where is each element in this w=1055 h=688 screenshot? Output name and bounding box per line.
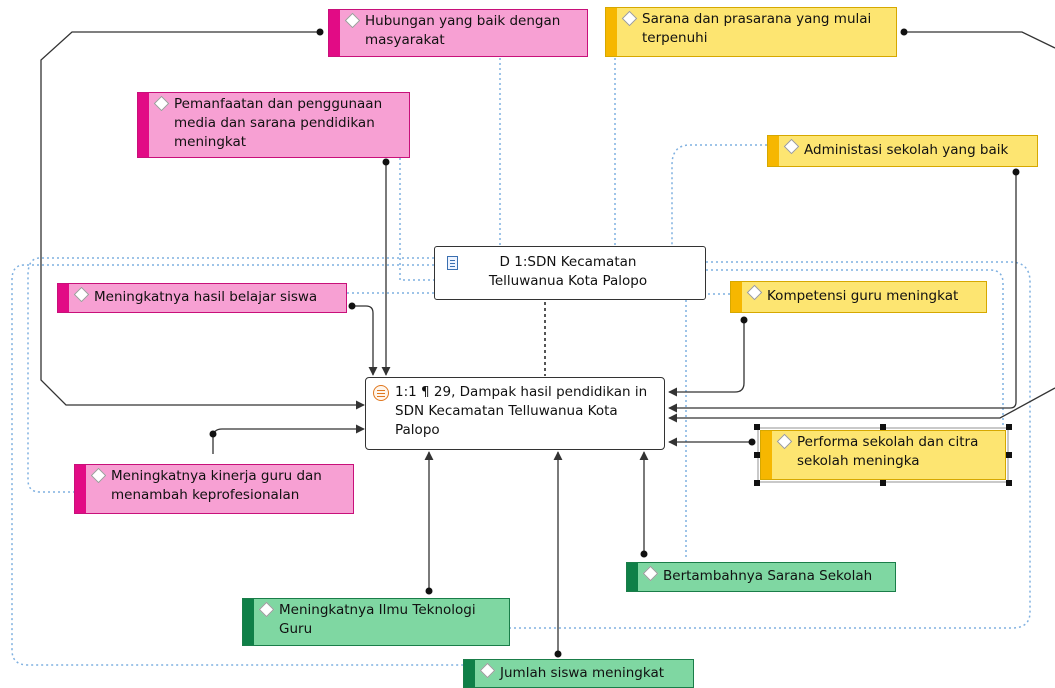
code-hasil-belajar[interactable]: Meningkatnya hasil belajar siswa bbox=[57, 283, 347, 313]
code-color-bar bbox=[329, 10, 340, 56]
code-ilmu-teknologi[interactable]: Meningkatnya Ilmu Teknologi Guru bbox=[242, 598, 510, 646]
dotted-link bbox=[399, 158, 434, 281]
connector-dot bbox=[316, 28, 324, 36]
selection-handle[interactable] bbox=[754, 480, 760, 486]
code-color-bar bbox=[58, 284, 69, 312]
code-color-bar bbox=[627, 563, 638, 591]
code-sarana-prasarana[interactable]: Sarana dan prasarana yang mulai terpenuh… bbox=[605, 7, 897, 57]
code-performa[interactable]: Performa sekolah dan citra sekolah menin… bbox=[760, 430, 1006, 480]
diamond-icon bbox=[746, 284, 763, 301]
selection-handle[interactable] bbox=[754, 452, 760, 458]
connector-dot bbox=[382, 158, 390, 166]
code-label: Meningkatnya kinerja guru dan menambah k… bbox=[111, 468, 322, 503]
connector-dot bbox=[640, 550, 648, 558]
diamond-icon bbox=[153, 95, 170, 112]
selection-handle[interactable] bbox=[880, 424, 886, 430]
selection-handle[interactable] bbox=[1006, 480, 1012, 486]
connector bbox=[668, 172, 1017, 413]
code-label: Kompetensi guru meningkat bbox=[767, 288, 959, 304]
selection-handle[interactable] bbox=[1006, 424, 1012, 430]
connector-dot bbox=[900, 28, 908, 36]
connector bbox=[904, 31, 1055, 49]
connector-dot bbox=[425, 587, 433, 595]
code-kinerja-guru[interactable]: Meningkatnya kinerja guru dan menambah k… bbox=[74, 464, 354, 514]
selection-handle[interactable] bbox=[880, 480, 886, 486]
code-label: Meningkatnya hasil belajar siswa bbox=[94, 289, 318, 305]
diamond-icon bbox=[642, 565, 659, 582]
code-color-bar bbox=[464, 660, 475, 687]
connector-dot bbox=[740, 316, 748, 324]
code-color-bar bbox=[606, 8, 617, 56]
code-color-bar bbox=[138, 93, 149, 157]
connector bbox=[668, 387, 1055, 423]
diamond-icon bbox=[73, 286, 90, 303]
central-quotation-label: 1:1 ¶ 29, Dampak hasil pendidikan in SDN… bbox=[395, 384, 648, 438]
code-hubungan[interactable]: Hubungan yang baik dengan masyarakat bbox=[328, 9, 588, 57]
document-icon bbox=[447, 256, 458, 270]
quotation-icon bbox=[373, 385, 389, 401]
code-administrasi[interactable]: Administasi sekolah yang baik bbox=[767, 135, 1038, 167]
document-node[interactable]: D 1:SDN Kecamatan Telluwanua Kota Palopo bbox=[434, 246, 706, 300]
connector bbox=[212, 424, 365, 454]
diamond-icon bbox=[90, 467, 107, 484]
code-label: Hubungan yang baik dengan masyarakat bbox=[365, 13, 561, 48]
connector-dot bbox=[1012, 168, 1020, 176]
code-bertambahnya[interactable]: Bertambahnya Sarana Sekolah bbox=[626, 562, 896, 592]
code-color-bar bbox=[75, 465, 86, 513]
central-quotation-node[interactable]: 1:1 ¶ 29, Dampak hasil pendidikan in SDN… bbox=[365, 377, 665, 450]
selection-handle[interactable] bbox=[754, 424, 760, 430]
selection-handle[interactable] bbox=[1006, 452, 1012, 458]
code-jumlah-siswa[interactable]: Jumlah siswa meningkat bbox=[463, 659, 694, 688]
diamond-icon bbox=[258, 601, 275, 618]
code-label: Administasi sekolah yang baik bbox=[804, 142, 1009, 158]
diamond-icon bbox=[621, 10, 638, 27]
code-color-bar bbox=[768, 136, 779, 166]
code-color-bar bbox=[761, 431, 772, 479]
dotted-link bbox=[510, 261, 1031, 629]
diamond-icon bbox=[344, 12, 361, 29]
code-label: Sarana dan prasarana yang mulai terpenuh… bbox=[642, 11, 872, 46]
diamond-icon bbox=[783, 138, 800, 155]
connector bbox=[352, 305, 378, 376]
dotted-link bbox=[11, 264, 463, 666]
diamond-icon bbox=[479, 662, 496, 679]
code-label: Performa sekolah dan citra sekolah menin… bbox=[797, 434, 979, 469]
code-color-bar bbox=[243, 599, 254, 645]
connector bbox=[668, 320, 745, 397]
code-color-bar bbox=[731, 282, 742, 312]
code-label: Meningkatnya Ilmu Teknologi Guru bbox=[279, 602, 476, 637]
connector-dot bbox=[348, 302, 356, 310]
document-label: D 1:SDN Kecamatan Telluwanua Kota Palopo bbox=[488, 254, 648, 289]
code-label: Jumlah siswa meningkat bbox=[500, 665, 665, 681]
connector-dot bbox=[554, 650, 562, 658]
dotted-link bbox=[671, 144, 767, 246]
connector bbox=[40, 31, 365, 410]
dotted-link bbox=[27, 257, 434, 493]
code-label: Bertambahnya Sarana Sekolah bbox=[663, 568, 873, 584]
code-pemanfaatan[interactable]: Pemanfaatan dan penggunaan media dan sar… bbox=[137, 92, 410, 158]
connector-dot bbox=[748, 438, 756, 446]
connector-dot bbox=[209, 430, 217, 438]
code-label: Pemanfaatan dan penggunaan media dan sar… bbox=[174, 96, 383, 150]
code-kompetensi[interactable]: Kompetensi guru meningkat bbox=[730, 281, 987, 313]
diamond-icon bbox=[776, 433, 793, 450]
